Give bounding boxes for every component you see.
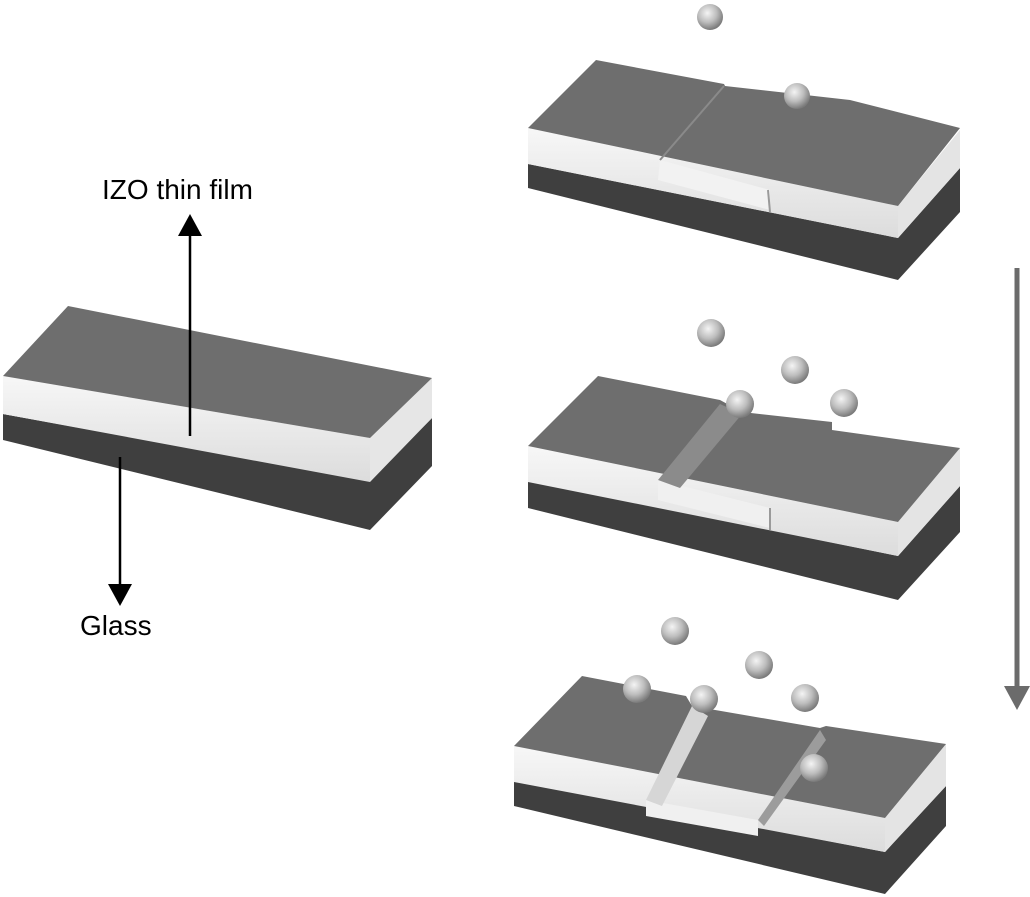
etch-stage-1	[528, 60, 960, 280]
glass-label: Glass	[80, 610, 152, 641]
etch-stage-3	[514, 676, 946, 894]
etchant-particle	[791, 684, 819, 712]
film-top	[3, 306, 432, 438]
etchant-particle	[726, 390, 754, 418]
izo-film-label: IZO thin film	[102, 174, 253, 205]
etchant-particle	[690, 685, 718, 713]
intact-sample	[3, 306, 432, 530]
glass-pointer	[108, 457, 132, 606]
etchant-particle	[745, 651, 773, 679]
process-direction-arrow	[1004, 268, 1030, 710]
film-front-side-lower	[3, 376, 370, 482]
film-right-side	[370, 378, 432, 482]
etch-stage-2	[528, 376, 960, 600]
etchant-particle	[623, 675, 651, 703]
etchant-particle	[784, 83, 810, 109]
izo-film-pointer	[178, 214, 202, 436]
etchant-particle	[830, 389, 858, 417]
etchant-particle	[697, 4, 723, 30]
etchant-particle	[661, 617, 689, 645]
glass-substrate	[3, 414, 432, 530]
etchant-particle	[697, 319, 725, 347]
etchant-particle	[781, 356, 809, 384]
etchant-particle	[800, 754, 828, 782]
